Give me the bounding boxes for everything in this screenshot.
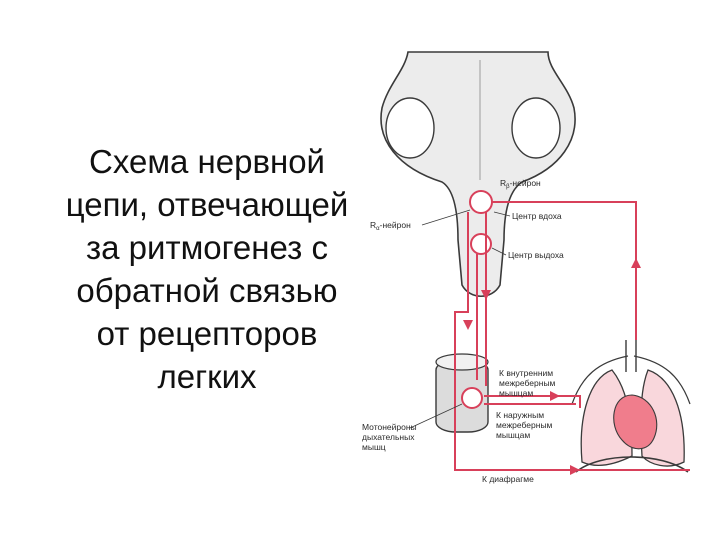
title-line: за ритмогенез с xyxy=(86,229,328,266)
label-motoneurons: мышц xyxy=(362,442,386,452)
respiratory-circuit-diagram: Rβ-нейрон Rα-нейрон Центр вдоха Центр вы… xyxy=(362,51,691,484)
diaphragm xyxy=(575,456,689,473)
leader-expiration xyxy=(491,247,507,256)
label-inspiration-center: Центр вдоха xyxy=(512,211,562,221)
internal-intercostal-path xyxy=(484,395,581,408)
label-external-intercostal: мышцам xyxy=(496,430,530,440)
label-internal-intercostal: мышцам xyxy=(499,388,533,398)
inspiration-center-neuron xyxy=(470,233,492,255)
title-line: цепи, отвечающей xyxy=(65,186,349,223)
leader-motoneurons xyxy=(409,403,463,429)
label-external-intercostal: К наружным xyxy=(496,410,544,420)
arrow-down xyxy=(463,320,473,330)
motoneuron xyxy=(461,387,483,409)
spinal-cord-top xyxy=(435,353,489,371)
label-r-beta: Rβ-нейрон xyxy=(500,178,541,190)
label-expiration-center: Центр выдоха xyxy=(508,250,564,260)
heart xyxy=(613,394,658,450)
label-external-intercostal: межреберным xyxy=(496,420,553,430)
title-line: обратной связью xyxy=(76,272,338,309)
vagal-feedback xyxy=(492,201,637,340)
r-beta-neuron xyxy=(469,190,493,214)
arrow-up xyxy=(631,258,641,268)
title-line: от рецепторов xyxy=(96,315,318,352)
pathway-arrows xyxy=(463,258,641,475)
left-lobe xyxy=(385,97,435,159)
arrow-down xyxy=(481,290,491,300)
arrow-right xyxy=(550,391,560,401)
label-motoneurons: дыхательных xyxy=(362,432,415,442)
label-motoneurons: Мотонейроны xyxy=(362,422,417,432)
label-internal-intercostal: К внутренним xyxy=(499,368,553,378)
label-diaphragm: К диафрагме xyxy=(482,474,534,484)
descending-tract-left xyxy=(454,212,690,471)
title-line: Схема нервной xyxy=(89,143,325,180)
slide-title: Схема нервной цепи, отвечающей за ритмог… xyxy=(52,140,362,398)
label-internal-intercostal: межреберным xyxy=(499,378,556,388)
leader-r-alpha xyxy=(421,209,471,226)
label-r-alpha: Rα-нейрон xyxy=(370,220,411,232)
right-lobe xyxy=(511,97,561,159)
leader-inspiration xyxy=(493,211,511,217)
title-line: легких xyxy=(157,358,257,395)
arrow-right xyxy=(570,465,580,475)
